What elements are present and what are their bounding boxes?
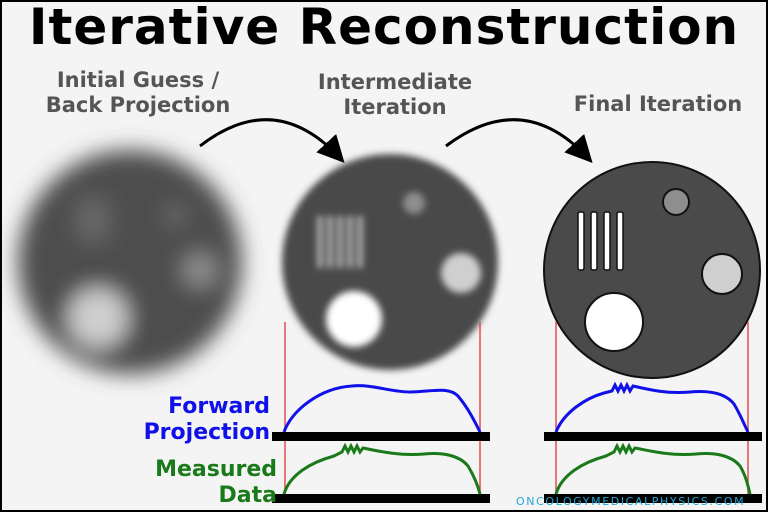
forward-projection-curve-intermediate — [282, 384, 482, 433]
page-title: Iterative Reconstruction — [28, 0, 740, 56]
phantom-initial — [18, 150, 242, 374]
baseline-measured-final — [544, 494, 762, 503]
stage-label-initial: Initial Guess /Back Projection — [45, 68, 231, 117]
phantom-final — [543, 161, 761, 379]
measured-data-curve-final — [554, 442, 752, 495]
baseline-measured-intermediate — [272, 494, 490, 503]
stage-arrow-2 — [445, 118, 593, 163]
stage-arrow-1 — [199, 118, 345, 163]
credit-text: ONCOLOGYMEDICALPHYSICS.COM — [516, 495, 746, 508]
baseline-forward-intermediate — [272, 432, 490, 441]
forward-projection-curve-final — [554, 381, 750, 433]
stage-label-final: Final Iteration — [573, 92, 743, 116]
phantom-intermediate — [282, 154, 498, 370]
measured-data-curve-intermediate — [282, 442, 482, 495]
baseline-forward-final — [544, 432, 762, 441]
